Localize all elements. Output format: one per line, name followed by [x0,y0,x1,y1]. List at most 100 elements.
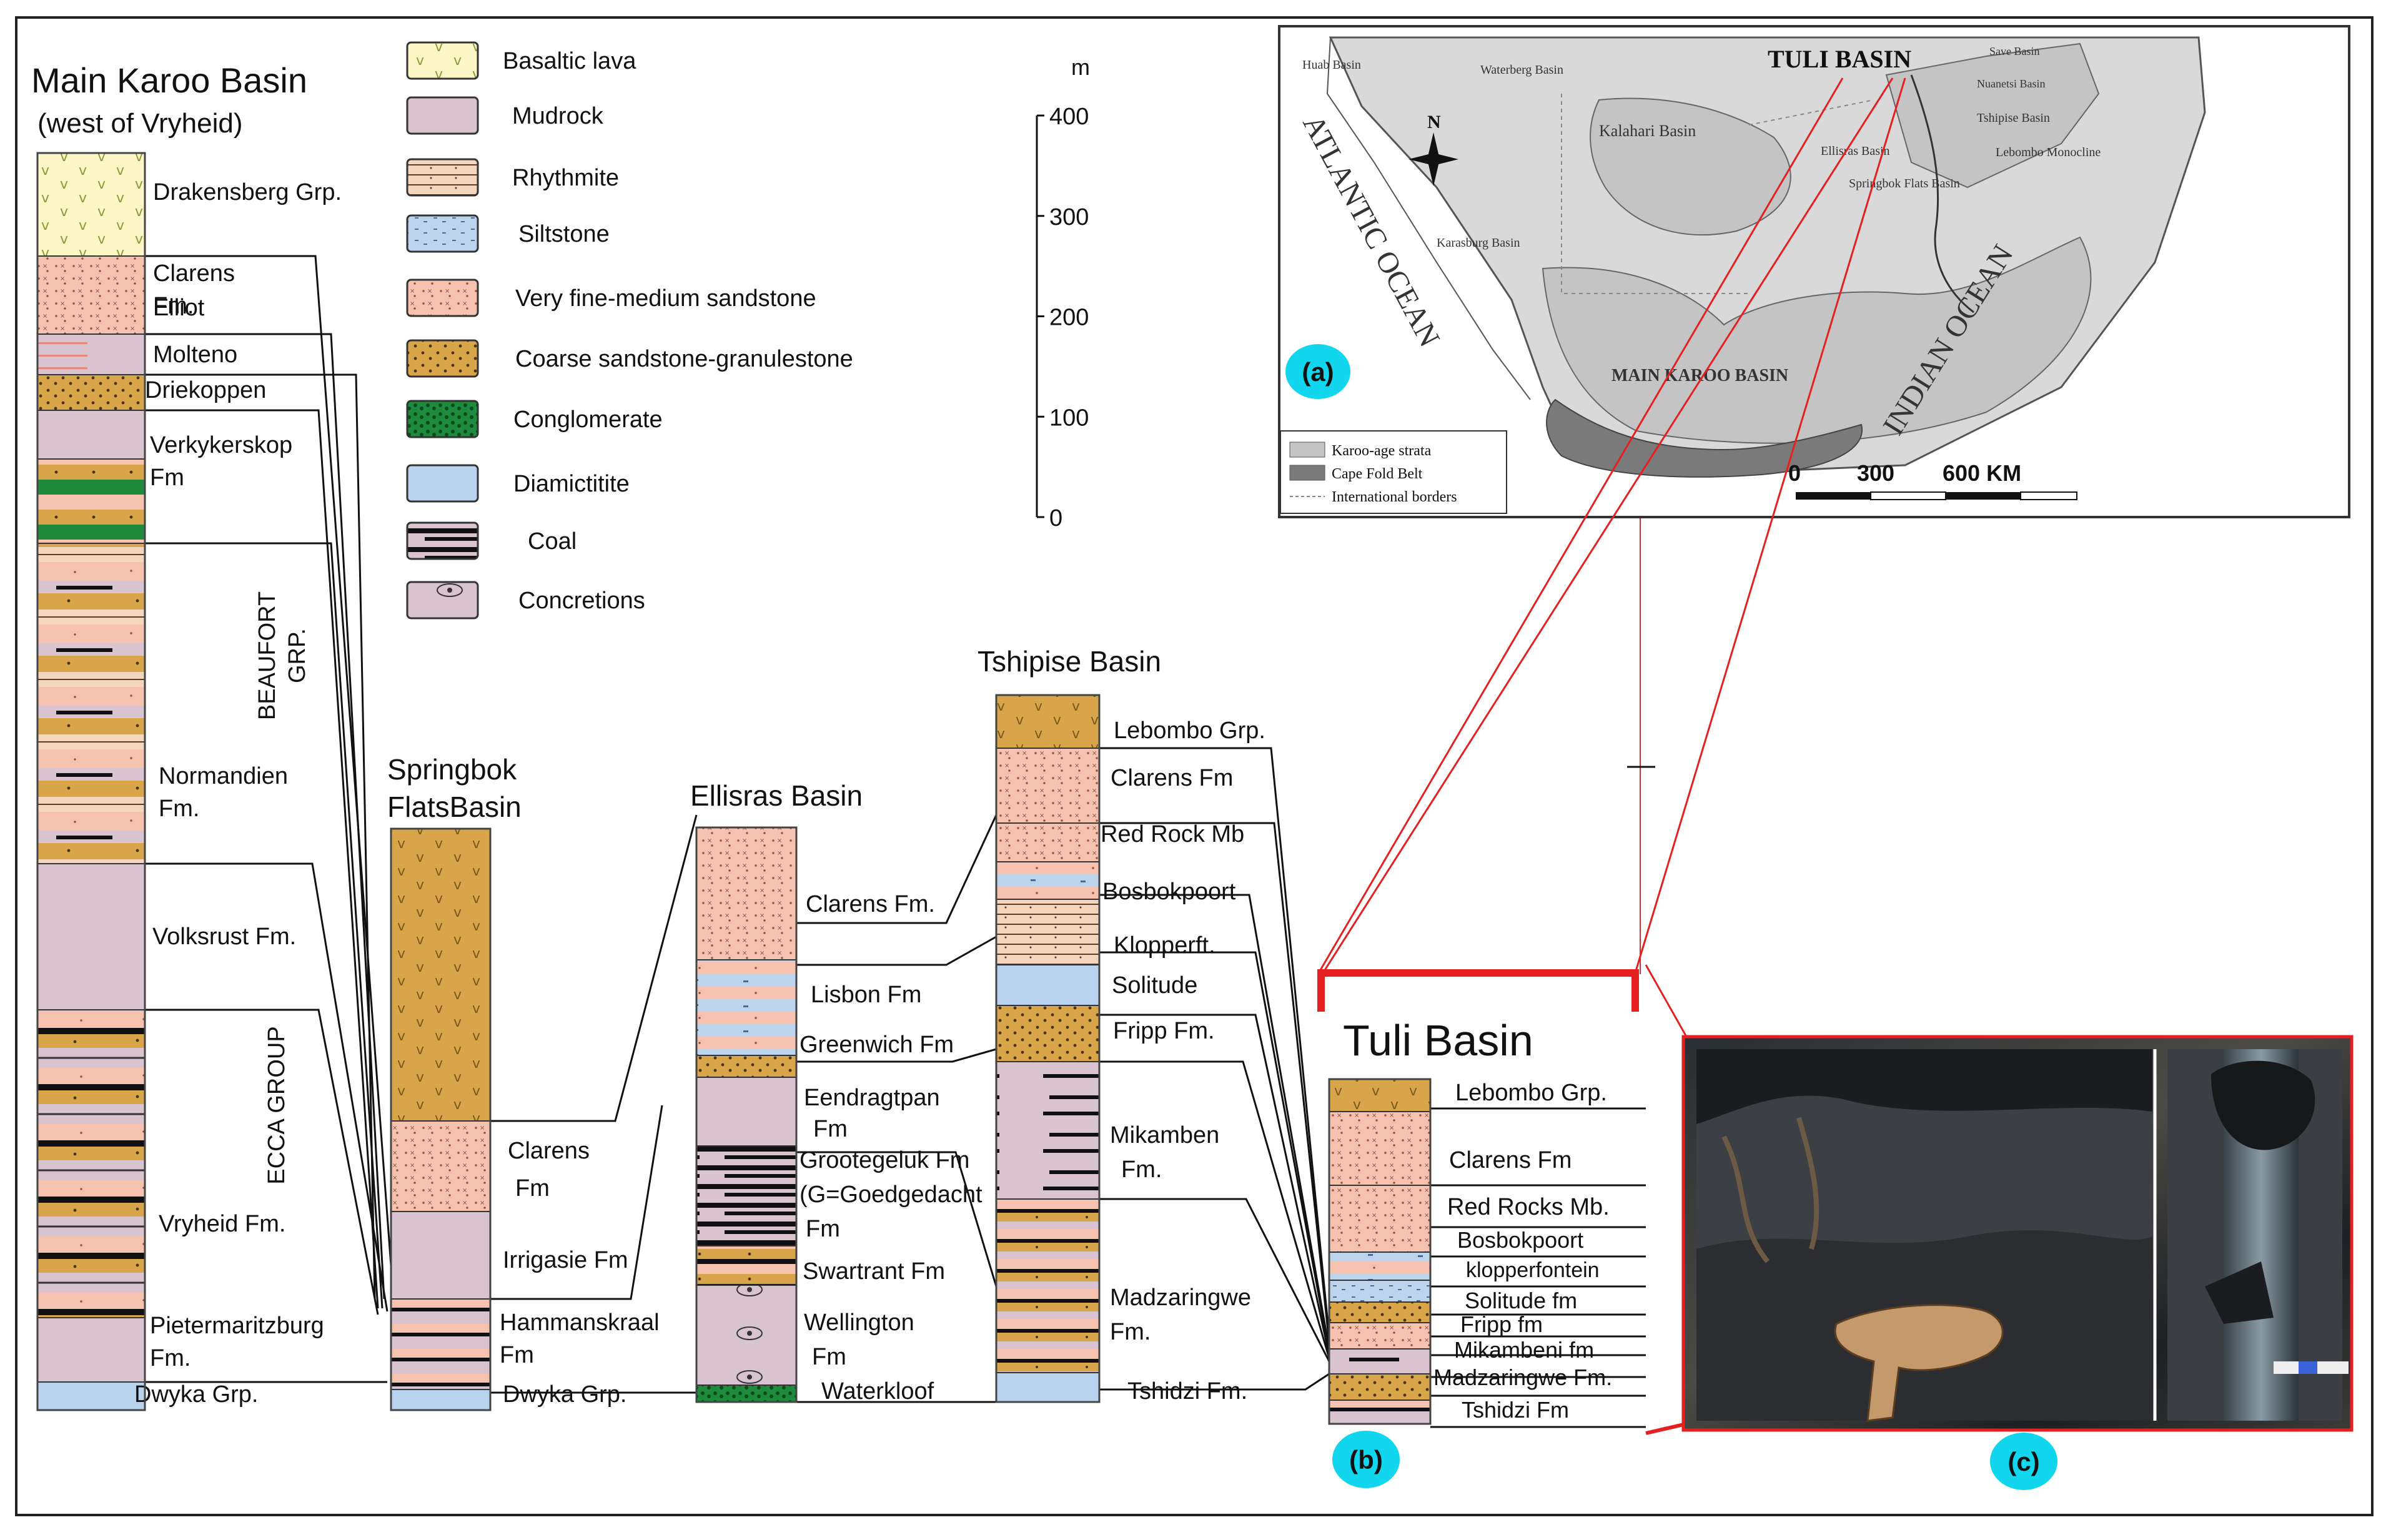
svg-text:Coal: Coal [528,528,577,555]
unit-tuli-lebombo [1329,1078,1431,1112]
column-main-title: Main Karoo Basin [31,61,307,100]
unit-main-clarens [37,255,146,335]
label-tuli-redrocks: Red Rocks Mb. [1447,1194,1610,1220]
svg-text:300: 300 [1857,460,1894,486]
unit-tuli-fripp [1329,1322,1431,1350]
svg-text:Mudrock: Mudrock [512,103,604,129]
label-tuli-fripp: Fripp fm [1460,1311,1543,1337]
label-tshipise-tshidzi: Tshidzi Fm. [1127,1378,1247,1404]
label-tshipise-mikambeni: Mikamben [1110,1122,1219,1148]
label-tshipise-redrock: Red Rock Mb [1101,821,1244,847]
map-scale-bar: 0 300 600 KM [1788,460,2077,500]
legend-item-coal: Coal [406,521,577,560]
unit-tshipise-madzaringwe [996,1198,1100,1373]
label-tuli-mikambeni: Mikambeni fm [1454,1337,1594,1363]
label-tuli-klopperfontein: klopperfontein [1466,1258,1600,1282]
unit-springbok-dwyka [390,1389,491,1411]
unit-tuli-klopperfontein [1329,1280,1431,1303]
label-main-dwyka: Dwyka Grp. [134,1381,258,1408]
svg-text:Coarse sandstone-granulestone: Coarse sandstone-granulestone [515,346,853,372]
scale-tick-label: 100 [1049,405,1089,431]
unit-main-dwyka [37,1381,146,1411]
unit-tshipise-solitude [996,964,1100,1006]
legend-item-silt: Siltstone [406,214,610,253]
map-basin-kalahari: Kalahari Basin [1599,122,1696,140]
label-main-pietermaritzburg: Fm. [150,1345,191,1371]
label-tshipise-lebombo: Lebombo Grp. [1114,718,1265,744]
unit-main-driekoppen [37,410,146,460]
label-ellisras-wellington: Wellington [804,1310,914,1336]
unit-tuli-bosbokpoort [1329,1251,1431,1281]
unit-tuli-redrocks [1329,1185,1431,1253]
unit-main-elliot [37,333,146,375]
legend-item-diamictite: Diamictitite [406,464,630,503]
unit-tuli-madzaringwe [1329,1373,1431,1401]
label-main-normandien: Normandien [159,763,288,789]
svg-text:Diamictitite: Diamictitite [513,471,630,497]
svg-text:(c): (c) [2007,1447,2039,1476]
unit-springbok-basalt [390,828,491,1122]
svg-text:Karoo-age strata: Karoo-age strata [1332,443,1432,459]
scale-tick-label: 200 [1049,305,1089,331]
label-ellisras-eendragtpan: Fm [813,1116,848,1142]
group-label-1: ECCA GROUP [264,1026,290,1184]
column-tuli-title: Tuli Basin [1343,1016,1533,1065]
unit-tshipise-redrock [996,822,1100,862]
label-main-drakensberg: Drakensberg Grp. [153,179,342,205]
map-basin-nuanetsi: Nuanetsi Basin [1977,77,2046,90]
unit-springbok-irrigasie [390,1211,491,1300]
column-tshipise-title: Tshipise Basin [978,645,1161,678]
unit-ellisras-lisbon [696,959,797,1056]
legend-item-sand: Very fine-medium sandstone [406,279,816,317]
label-main-volksrust: Volksrust Fm. [152,924,296,950]
label-springbok-clarens: Fm [515,1175,550,1202]
column-main: Main Karoo Basin(west of Vryheid)Drakens… [31,61,342,1411]
unit-main-molteno [37,374,146,411]
unit-tuli-clarens [1329,1111,1431,1186]
label-tshipise-clarens: Clarens Fm [1111,765,1233,791]
svg-text:Very fine-medium sandstone: Very fine-medium sandstone [515,285,816,312]
legend-item-concretion: Concretions [406,581,645,619]
svg-text:Cape Fold Belt: Cape Fold Belt [1332,466,1423,482]
map-title: TULI BASIN [1768,45,1911,73]
svg-text:ECCA GROUP: ECCA GROUP [264,1026,290,1184]
label-main-verkykerskop: Fm [150,465,184,491]
svg-text:600 KM: 600 KM [1943,460,2021,486]
svg-text:Basaltic lava: Basaltic lava [503,48,636,74]
label-main-molteno: Molteno [153,342,237,368]
label-tuli-madzaringwe: Madzaringwe Fm. [1433,1365,1612,1390]
legend-item-conglomerate: Conglomerate [406,400,663,438]
scale-tick-label: 400 [1049,104,1089,130]
unit-main-volksrust [37,863,146,1010]
unit-ellisras-grootegeluk [696,1145,797,1246]
map-basin-tshipise: Tshipise Basin [1977,111,2050,125]
map-basin-huab: Huab Basin [1302,58,1361,72]
svg-text:Concretions: Concretions [518,588,645,614]
label-main-clarens: Clarens [153,260,235,287]
label-tshipise-mikambeni: Fm. [1121,1157,1162,1183]
legend-item-mud: Mudrock [406,96,604,135]
label-ellisras-grootegeluk: (G=Goedgedacht [799,1182,983,1208]
unit-tuli-tshidzi [1329,1399,1431,1424]
unit-tuli-mikambeni [1329,1348,1431,1375]
label-tuli-clarens: Clarens Fm [1449,1147,1572,1173]
label-tshipise-klopperft: Klopperft. [1114,932,1215,959]
column-ellisras-title: Ellisras Basin [690,779,863,812]
legend-item-coarse: Coarse sandstone-granulestone [406,339,853,378]
unit-ellisras-swartrant [696,1245,797,1286]
map-basin-ellisras: Ellisras Basin [1821,144,1890,158]
map-basin-waterberg: Waterberg Basin [1480,63,1563,77]
unit-springbok-clarens [390,1120,491,1212]
label-tshipise-bosbokpoort: Bosbokpoort [1102,879,1236,905]
svg-text:International borders: International borders [1332,489,1457,505]
unit-main-normandien [37,543,146,864]
svg-text:Siltstone: Siltstone [518,221,610,247]
label-springbok-hammanskraal: Fm [500,1342,534,1368]
svg-text:Conglomerate: Conglomerate [513,407,663,433]
svg-text:BEAUFORT: BEAUFORT [254,591,280,720]
label-tuli-tshidzi: Tshidzi Fm [1462,1397,1569,1423]
map-basin-springbok: Springbok Flats Basin [1849,177,1960,190]
label-main-normandien: Fm. [159,796,199,822]
unit-tshipise-tshidzi [996,1372,1100,1403]
